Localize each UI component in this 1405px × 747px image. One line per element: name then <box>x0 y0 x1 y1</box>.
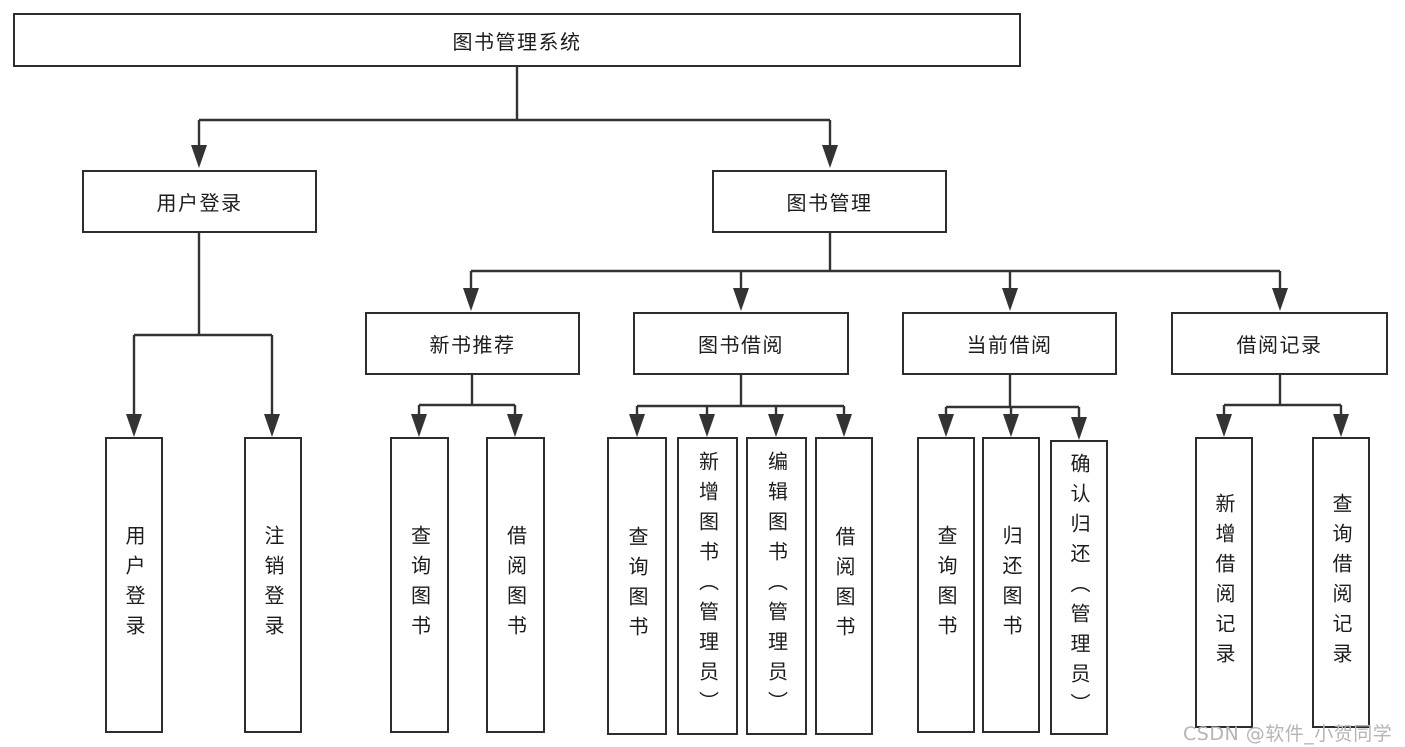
leaf-logout-login-label: 注销登录 <box>261 525 285 645</box>
node-book-management-label: 图书管理 <box>786 191 873 215</box>
connector-user-login-to-leaves <box>126 233 280 437</box>
leaf-query-books-2: 查询图书 <box>607 437 667 735</box>
node-root: 图书管理系统 <box>13 13 1021 67</box>
node-new-book-recommend-label: 新书推荐 <box>429 333 516 357</box>
leaf-query-books-2-label: 查询图书 <box>625 526 649 646</box>
leaf-return-books-label: 归还图书 <box>999 525 1023 645</box>
leaf-query-books-3-label: 查询图书 <box>934 525 958 645</box>
leaf-edit-book-admin-label: 编辑图书（管理员） <box>764 451 789 721</box>
node-borrowing-records: 借阅记录 <box>1171 312 1388 375</box>
node-current-borrowing-label: 当前借阅 <box>966 333 1053 357</box>
leaf-edit-book-admin: 编辑图书（管理员） <box>746 437 807 735</box>
node-new-book-recommend: 新书推荐 <box>365 312 580 375</box>
leaf-logout-login: 注销登录 <box>244 437 302 733</box>
leaf-return-books: 归还图书 <box>982 437 1040 733</box>
leaf-borrow-books-1-label: 借阅图书 <box>503 525 528 645</box>
leaf-query-borrow-record: 查询借阅记录 <box>1312 437 1370 728</box>
leaf-query-books-1-label: 查询图书 <box>407 525 432 645</box>
connector-book-management-to-modules <box>463 233 1288 311</box>
node-current-borrowing: 当前借阅 <box>902 312 1117 375</box>
leaf-add-book-admin-label: 新增图书（管理员） <box>695 451 720 721</box>
csdn-watermark: CSDN @软件_小贺同学 <box>1183 723 1393 745</box>
leaf-add-borrow-record-label: 新增借阅记录 <box>1212 492 1236 673</box>
node-root-label: 图书管理系统 <box>452 29 582 54</box>
leaf-query-borrow-record-label: 查询借阅记录 <box>1329 492 1353 673</box>
node-book-borrowing-label: 图书借阅 <box>698 333 784 357</box>
node-user-login: 用户登录 <box>82 170 317 233</box>
leaf-confirm-return-admin-label: 确认归还（管理员） <box>1067 452 1091 723</box>
leaf-user-login-label: 用户登录 <box>122 525 146 645</box>
connector-borrowing-records-to-leaves <box>1216 375 1349 437</box>
leaf-user-login: 用户登录 <box>105 437 163 733</box>
leaf-query-books-3: 查询图书 <box>917 437 975 733</box>
leaf-add-borrow-record: 新增借阅记录 <box>1195 437 1253 728</box>
leaf-add-book-admin: 新增图书（管理员） <box>677 437 738 735</box>
leaf-confirm-return-admin: 确认归还（管理员） <box>1050 440 1108 735</box>
connector-new-book-recommend-to-leaves <box>411 375 523 437</box>
connector-root-to-branches <box>191 67 838 168</box>
node-book-management: 图书管理 <box>712 170 947 233</box>
leaf-borrow-books-2-label: 借阅图书 <box>832 526 856 646</box>
leaf-borrow-books-2: 借阅图书 <box>815 437 873 735</box>
connector-book-borrowing-to-leaves <box>629 375 852 437</box>
node-book-borrowing: 图书借阅 <box>633 312 849 375</box>
leaf-borrow-books-1: 借阅图书 <box>486 437 545 733</box>
node-borrowing-records-label: 借阅记录 <box>1236 333 1323 357</box>
node-user-login-label: 用户登录 <box>156 191 243 215</box>
leaf-query-books-1: 查询图书 <box>390 437 449 733</box>
connector-current-borrowing-to-leaves <box>938 375 1087 440</box>
